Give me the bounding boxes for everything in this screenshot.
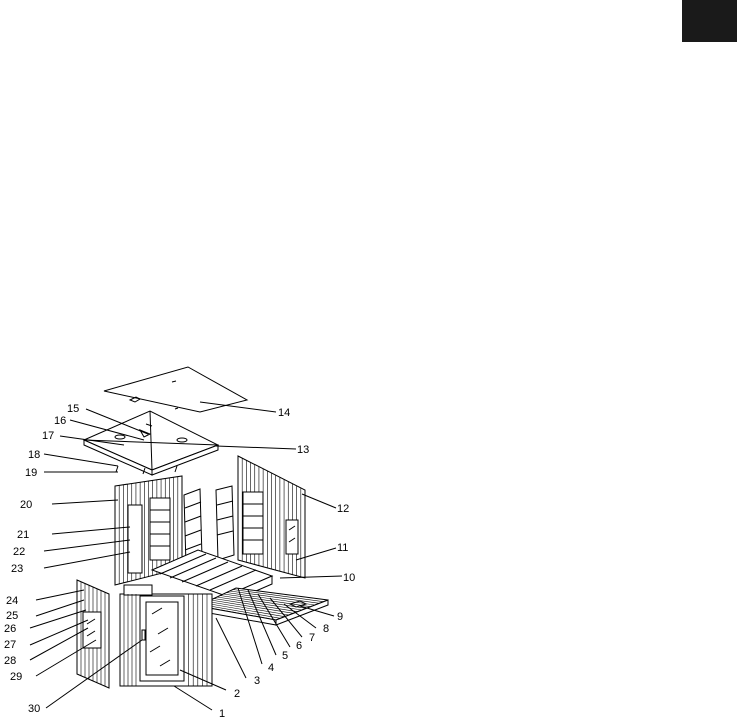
wood-slat: [223, 593, 311, 607]
callout-12: 12: [337, 503, 349, 515]
front-left-wall: [76, 579, 110, 689]
floor-panel: [196, 587, 329, 626]
callout-27: 27: [4, 639, 16, 651]
right-wall: [237, 455, 306, 579]
door-assembly: [119, 584, 213, 687]
wood-slat: [229, 590, 320, 604]
callout-10: 10: [343, 572, 355, 584]
callout-4: 4: [268, 662, 274, 674]
ceiling-frame: [82, 410, 220, 476]
heater-panel-right: [215, 485, 235, 561]
wood-slat: [210, 599, 294, 614]
back-left-wall: [114, 475, 183, 586]
callout-18: 18: [28, 449, 40, 461]
callout-28: 28: [4, 655, 16, 667]
callout-5: 5: [282, 650, 288, 662]
callout-23: 23: [11, 563, 23, 575]
callout-17: 17: [42, 430, 54, 442]
wood-slat: [201, 604, 281, 619]
callout-25: 25: [6, 610, 18, 622]
page-corner-tab: [682, 0, 737, 42]
callout-22: 22: [13, 546, 25, 558]
wood-slat: [207, 601, 290, 616]
callout-20: 20: [20, 499, 32, 511]
callout-16: 16: [54, 415, 66, 427]
wood-slat: [216, 596, 303, 611]
callout-2: 2: [234, 688, 240, 700]
callout-13: 13: [297, 444, 309, 456]
wood-slat: [232, 589, 324, 602]
callout-3: 3: [254, 675, 260, 687]
callout-19: 19: [25, 467, 37, 479]
callout-8: 8: [323, 623, 329, 635]
roof-top-panel: [103, 366, 249, 413]
callout-30: 30: [28, 703, 40, 715]
callout-7: 7: [309, 632, 315, 644]
callout-9: 9: [337, 611, 343, 623]
callout-6: 6: [296, 640, 302, 652]
callout-21: 21: [17, 529, 29, 541]
callout-11: 11: [337, 542, 348, 554]
wood-slat: [213, 598, 298, 612]
leader-lines: [29, 401, 343, 711]
callout-24: 24: [6, 595, 18, 607]
callout-1: 1: [219, 708, 225, 720]
callout-labels: 1 2 3 4 5 6 7 8 9 10 11 12 13 14 15 16 1…: [4, 403, 355, 720]
callout-15: 15: [67, 403, 79, 415]
callout-29: 29: [10, 671, 22, 683]
callout-26: 26: [4, 623, 16, 635]
callout-14: 14: [278, 407, 290, 419]
